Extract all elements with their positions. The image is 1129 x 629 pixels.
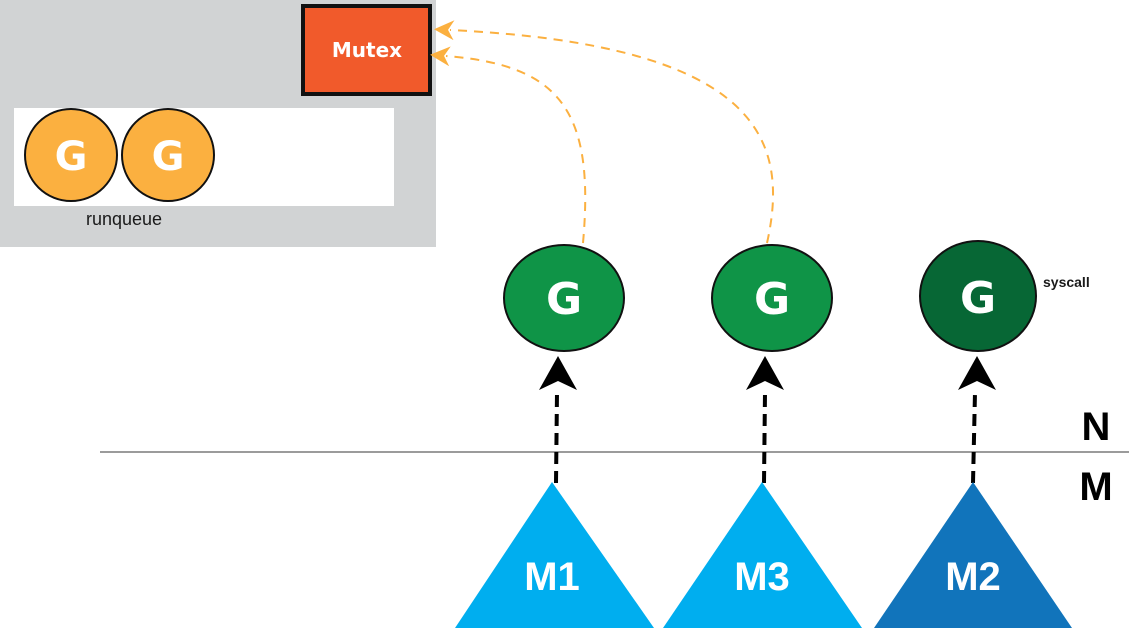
running-goroutine-m1[interactable]: G bbox=[503, 244, 625, 352]
thread-arrow-m2 bbox=[958, 356, 996, 484]
goroutine-label: G bbox=[754, 274, 790, 325]
thread-label: M3 bbox=[734, 555, 790, 599]
arrowhead-icon bbox=[539, 356, 577, 390]
thread-m2[interactable]: M2 bbox=[874, 482, 1072, 628]
runqueue-goroutine[interactable]: G bbox=[121, 108, 215, 202]
goroutine-label: G bbox=[152, 134, 185, 180]
mutex-wait-arrow bbox=[430, 46, 587, 244]
mutex-box[interactable]: Mutex bbox=[301, 4, 432, 96]
m-label: M bbox=[1079, 465, 1112, 509]
thread-arrow-m1 bbox=[539, 356, 577, 484]
thread-m1[interactable]: M1 bbox=[455, 482, 654, 628]
arrowhead-icon bbox=[746, 356, 784, 390]
thread-m3[interactable]: M3 bbox=[663, 482, 862, 628]
thread-arrow-m3 bbox=[746, 356, 784, 484]
thread-label: M1 bbox=[524, 555, 580, 599]
arrowhead-icon bbox=[958, 356, 996, 390]
goroutine-label: G bbox=[960, 273, 996, 324]
running-goroutine-m3[interactable]: G bbox=[711, 244, 833, 352]
thread-label: M2 bbox=[945, 555, 1001, 599]
goroutine-label: G bbox=[546, 274, 582, 325]
syscall-label: syscall bbox=[1043, 274, 1090, 290]
syscall-goroutine-m2[interactable]: G bbox=[919, 240, 1037, 352]
runqueue-label: runqueue bbox=[86, 209, 162, 229]
mutex-wait-arrow bbox=[434, 20, 774, 244]
goroutine-label: G bbox=[55, 134, 88, 180]
runqueue-goroutine[interactable]: G bbox=[24, 108, 118, 202]
n-label: N bbox=[1082, 405, 1111, 449]
mutex-label: Mutex bbox=[332, 38, 402, 62]
